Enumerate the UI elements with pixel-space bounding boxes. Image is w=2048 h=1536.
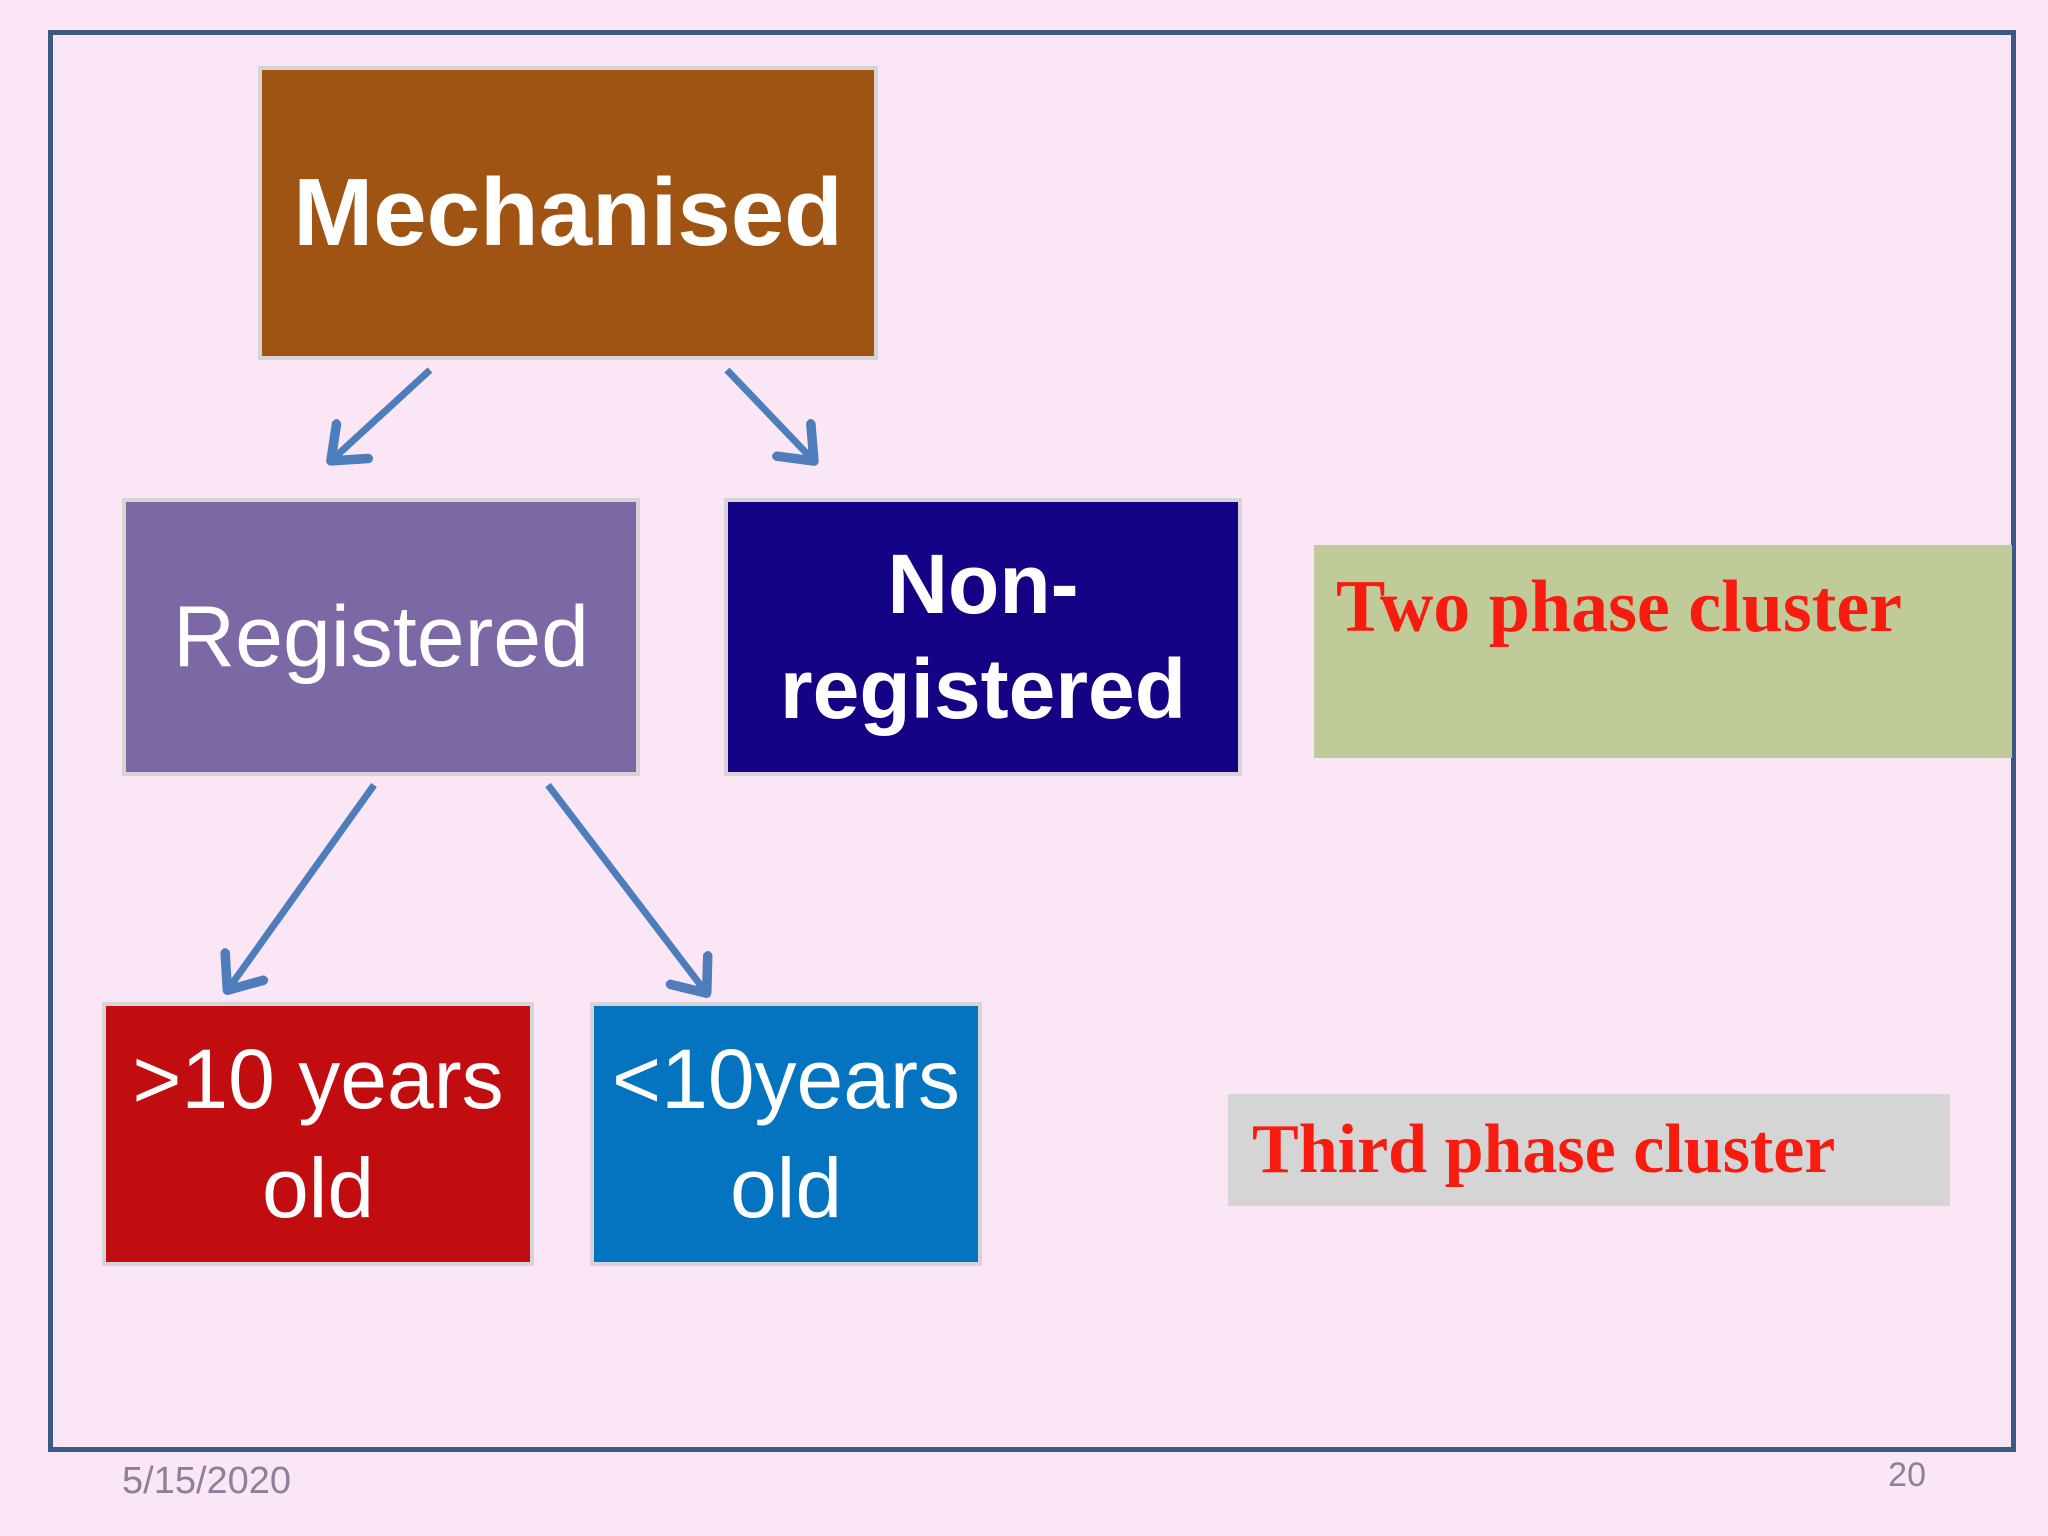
- label-two-phase-cluster: Two phase cluster: [1314, 545, 2012, 758]
- footer-date: 5/15/2020: [122, 1460, 292, 1502]
- node-under-10-years-old: <10years old: [590, 1002, 982, 1266]
- node-mechanised: Mechanised: [258, 66, 878, 360]
- node-registered-label: Registered: [173, 588, 589, 685]
- node-under-10-label-line1: <10years: [612, 1031, 960, 1126]
- node-over-10-years-old: >10 years old: [102, 1002, 534, 1266]
- node-over-10-label-line2: old: [261, 1141, 375, 1235]
- node-under-10-label-line2: old: [729, 1141, 843, 1235]
- node-non-registered: Non- registered: [724, 498, 1242, 776]
- node-non-registered-label-line2: registered: [779, 642, 1187, 736]
- label-third-phase-cluster-text: Third phase cluster: [1252, 1111, 1836, 1188]
- node-over-10-label-line1: >10 years: [132, 1031, 504, 1126]
- slide-border-frame: [48, 30, 2016, 1452]
- node-mechanised-label: Mechanised: [293, 159, 843, 266]
- page-number: 20: [1888, 1456, 1926, 1494]
- label-two-phase-cluster-text: Two phase cluster: [1336, 566, 1902, 648]
- node-registered: Registered: [122, 498, 640, 776]
- node-non-registered-label-line1: Non-: [887, 537, 1079, 631]
- label-third-phase-cluster: Third phase cluster: [1228, 1094, 1950, 1206]
